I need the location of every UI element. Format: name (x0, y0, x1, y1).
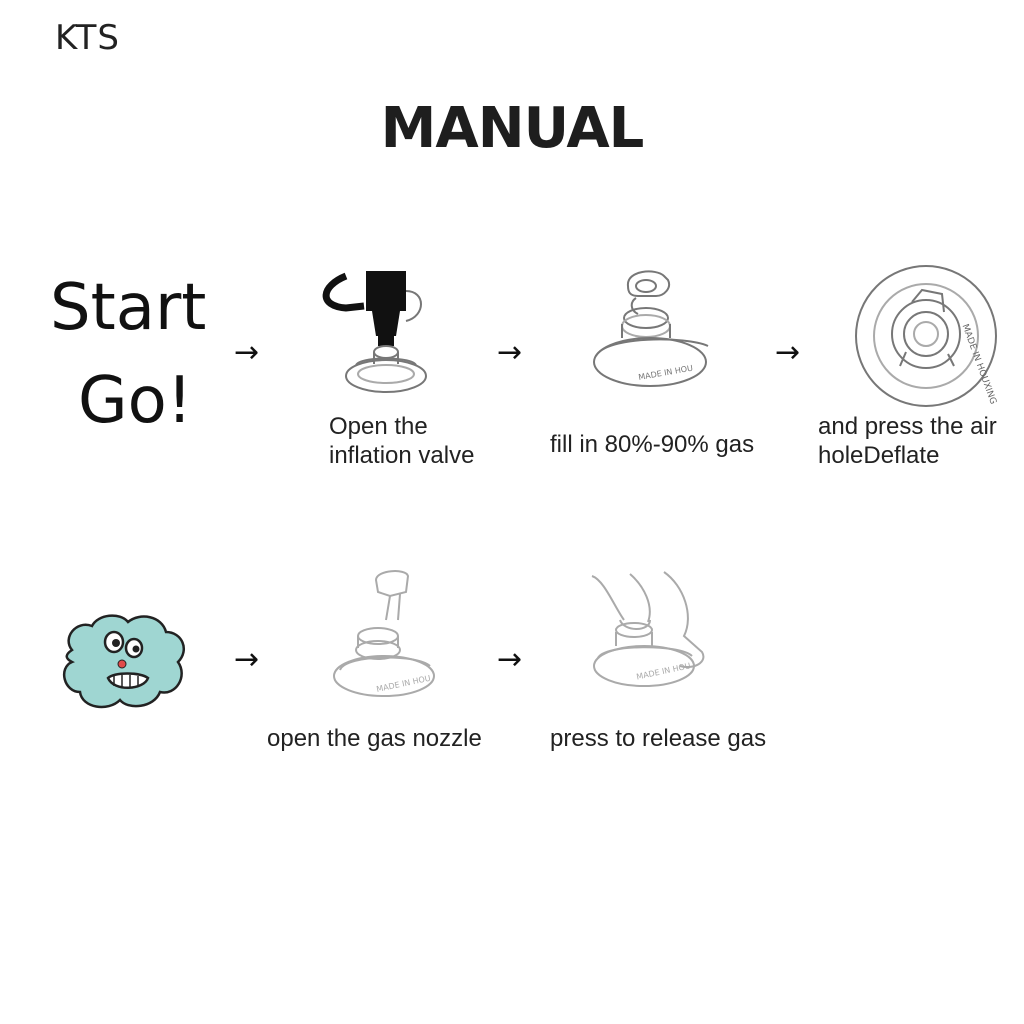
gas-nozzle-icon: MADE IN HOU (333, 570, 435, 697)
valve-open-icon: MADE IN HOU (593, 270, 709, 387)
step-caption: open the gas nozzle (267, 725, 482, 752)
arrow-icon: → (497, 335, 523, 370)
arrow-icon: → (775, 335, 801, 370)
step-caption: press to release gas (550, 725, 767, 752)
step-caption: Open the inflation valve (329, 413, 475, 469)
svg-text:MADE IN HOU: MADE IN HOU (638, 364, 694, 382)
go-label: Go! (78, 363, 193, 438)
press-release-icon: MADE IN HOU (591, 571, 705, 687)
pump-valve-icon (322, 271, 427, 393)
page-title: MANUAL (380, 96, 645, 161)
brand-logo: KTS (55, 18, 121, 58)
arrow-icon: → (234, 642, 260, 677)
valve-top-view-icon: MADE IN HOUXING (855, 265, 998, 407)
step-caption: and press the air holeDeflate (818, 413, 997, 469)
step-caption: fill in 80%-90% gas (550, 431, 755, 458)
svg-text:MADE IN HOU: MADE IN HOU (376, 674, 432, 694)
cloud-character-icon (62, 614, 185, 709)
arrow-icon: → (497, 642, 523, 677)
start-go-text: Start Go! (50, 262, 206, 448)
arrow-icon: → (234, 335, 260, 370)
start-label: Start (50, 271, 207, 345)
